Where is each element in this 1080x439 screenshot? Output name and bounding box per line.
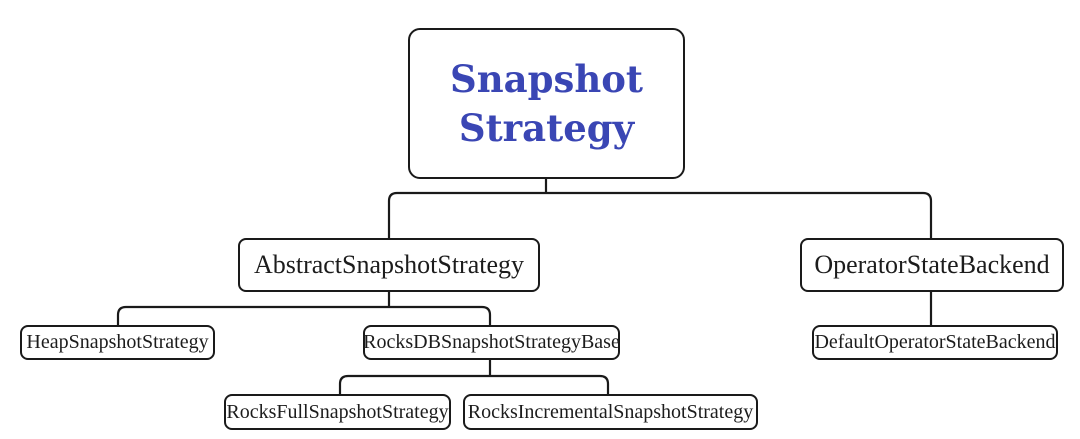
node-abstract-snapshot-strategy: AbstractSnapshotStrategy xyxy=(238,238,540,292)
node-rocksdb-snapshot-strategy-base: RocksDBSnapshotStrategyBase xyxy=(363,325,620,360)
node-operator-state-backend: OperatorStateBackend xyxy=(800,238,1064,292)
node-default-operator-state-backend: DefaultOperatorStateBackend xyxy=(812,325,1058,360)
node-heap-snapshot-strategy: HeapSnapshotStrategy xyxy=(20,325,215,360)
edge-rocksbase-to-full-and-incremental xyxy=(338,360,610,394)
edge-abstract-to-heap-and-rocksbase xyxy=(116,292,492,325)
node-rocks-incremental-snapshot-strategy: RocksIncrementalSnapshotStrategy xyxy=(463,394,758,430)
edge-root-to-abstract-and-operator xyxy=(387,179,933,238)
node-rocks-full-snapshot-strategy: RocksFullSnapshotStrategy xyxy=(224,394,451,430)
node-snapshot-strategy: Snapshot Strategy xyxy=(408,28,685,179)
